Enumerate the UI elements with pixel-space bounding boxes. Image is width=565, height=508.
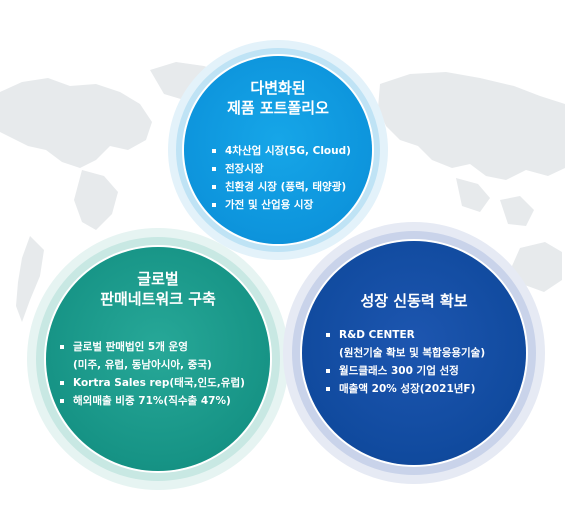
circle-title: 성장 신동력 확보 xyxy=(302,291,526,311)
circle-title-line: 성장 신동력 확보 xyxy=(360,292,468,310)
bullet-list: 글로벌 판매법인 5개 운영 (미주, 유럽, 동남아시아, 중국) Kortr… xyxy=(58,338,245,410)
list-item-text: Kortra Sales rep(태국,인도,유럽) xyxy=(73,377,245,389)
list-item: R&D CENTER (원천기술 확보 및 복합응용기술) xyxy=(324,326,485,362)
square-bullet-icon xyxy=(326,333,330,337)
circle-new-growth-engine: 성장 신동력 확보 R&D CENTER (원천기술 확보 및 복합응용기술) … xyxy=(302,241,526,465)
list-item-text: 가전 및 산업용 시장 xyxy=(225,199,314,211)
list-item-text: 글로벌 판매법인 5개 운영 xyxy=(73,341,188,353)
list-item-text: 해외매출 비중 71%(직수출 47%) xyxy=(73,395,231,407)
square-bullet-icon xyxy=(212,185,216,189)
list-item-text: 월드클래스 300 기업 선정 xyxy=(339,365,459,377)
square-bullet-icon xyxy=(60,399,64,403)
list-item: Kortra Sales rep(태국,인도,유럽) xyxy=(58,374,245,392)
list-item: 글로벌 판매법인 5개 운영 (미주, 유럽, 동남아시아, 중국) xyxy=(58,338,245,374)
circle-title-line: 글로벌 xyxy=(137,270,179,288)
square-bullet-icon xyxy=(60,345,64,349)
bullet-list: R&D CENTER (원천기술 확보 및 복합응용기술) 월드클래스 300 … xyxy=(324,326,485,398)
square-bullet-icon xyxy=(212,149,216,153)
square-bullet-icon xyxy=(60,381,64,385)
circle-title-line: 다변화된 xyxy=(250,79,306,97)
list-item: 4차산업 시장(5G, Cloud) xyxy=(210,142,351,160)
square-bullet-icon xyxy=(212,203,216,207)
circle-title: 글로벌 판매네트워크 구축 xyxy=(46,269,270,309)
list-item-text: 4차산업 시장(5G, Cloud) xyxy=(225,145,351,157)
square-bullet-icon xyxy=(326,369,330,373)
list-item-text: 친환경 시장 (풍력, 태양광) xyxy=(225,181,347,193)
list-item: 해외매출 비중 71%(직수출 47%) xyxy=(58,392,245,410)
circle-title-line: 판매네트워크 구축 xyxy=(100,290,216,308)
circle-title: 다변화된 제품 포트폴리오 xyxy=(184,78,372,118)
bullet-list: 4차산업 시장(5G, Cloud) 전장시장 친환경 시장 (풍력, 태양광)… xyxy=(210,142,351,214)
square-bullet-icon xyxy=(326,387,330,391)
list-item-text: 전장시장 xyxy=(225,163,264,175)
circle-title-line: 제품 포트폴리오 xyxy=(227,99,329,117)
square-bullet-icon xyxy=(212,167,216,171)
list-item: 친환경 시장 (풍력, 태양광) xyxy=(210,178,351,196)
circle-product-portfolio: 다변화된 제품 포트폴리오 4차산업 시장(5G, Cloud) 전장시장 친환… xyxy=(184,56,372,244)
list-item-continuation: (원천기술 확보 및 복합응용기술) xyxy=(339,347,486,359)
list-item: 월드클래스 300 기업 선정 xyxy=(324,362,485,380)
list-item-text: 매출액 20% 성장(2021년F) xyxy=(339,383,476,395)
list-item: 매출액 20% 성장(2021년F) xyxy=(324,380,485,398)
list-item: 가전 및 산업용 시장 xyxy=(210,196,351,214)
list-item-continuation: (미주, 유럽, 동남아시아, 중국) xyxy=(73,359,212,371)
circle-global-sales-network: 글로벌 판매네트워크 구축 글로벌 판매법인 5개 운영 (미주, 유럽, 동남… xyxy=(46,247,270,471)
list-item: 전장시장 xyxy=(210,160,351,178)
list-item-text: R&D CENTER xyxy=(339,329,415,341)
